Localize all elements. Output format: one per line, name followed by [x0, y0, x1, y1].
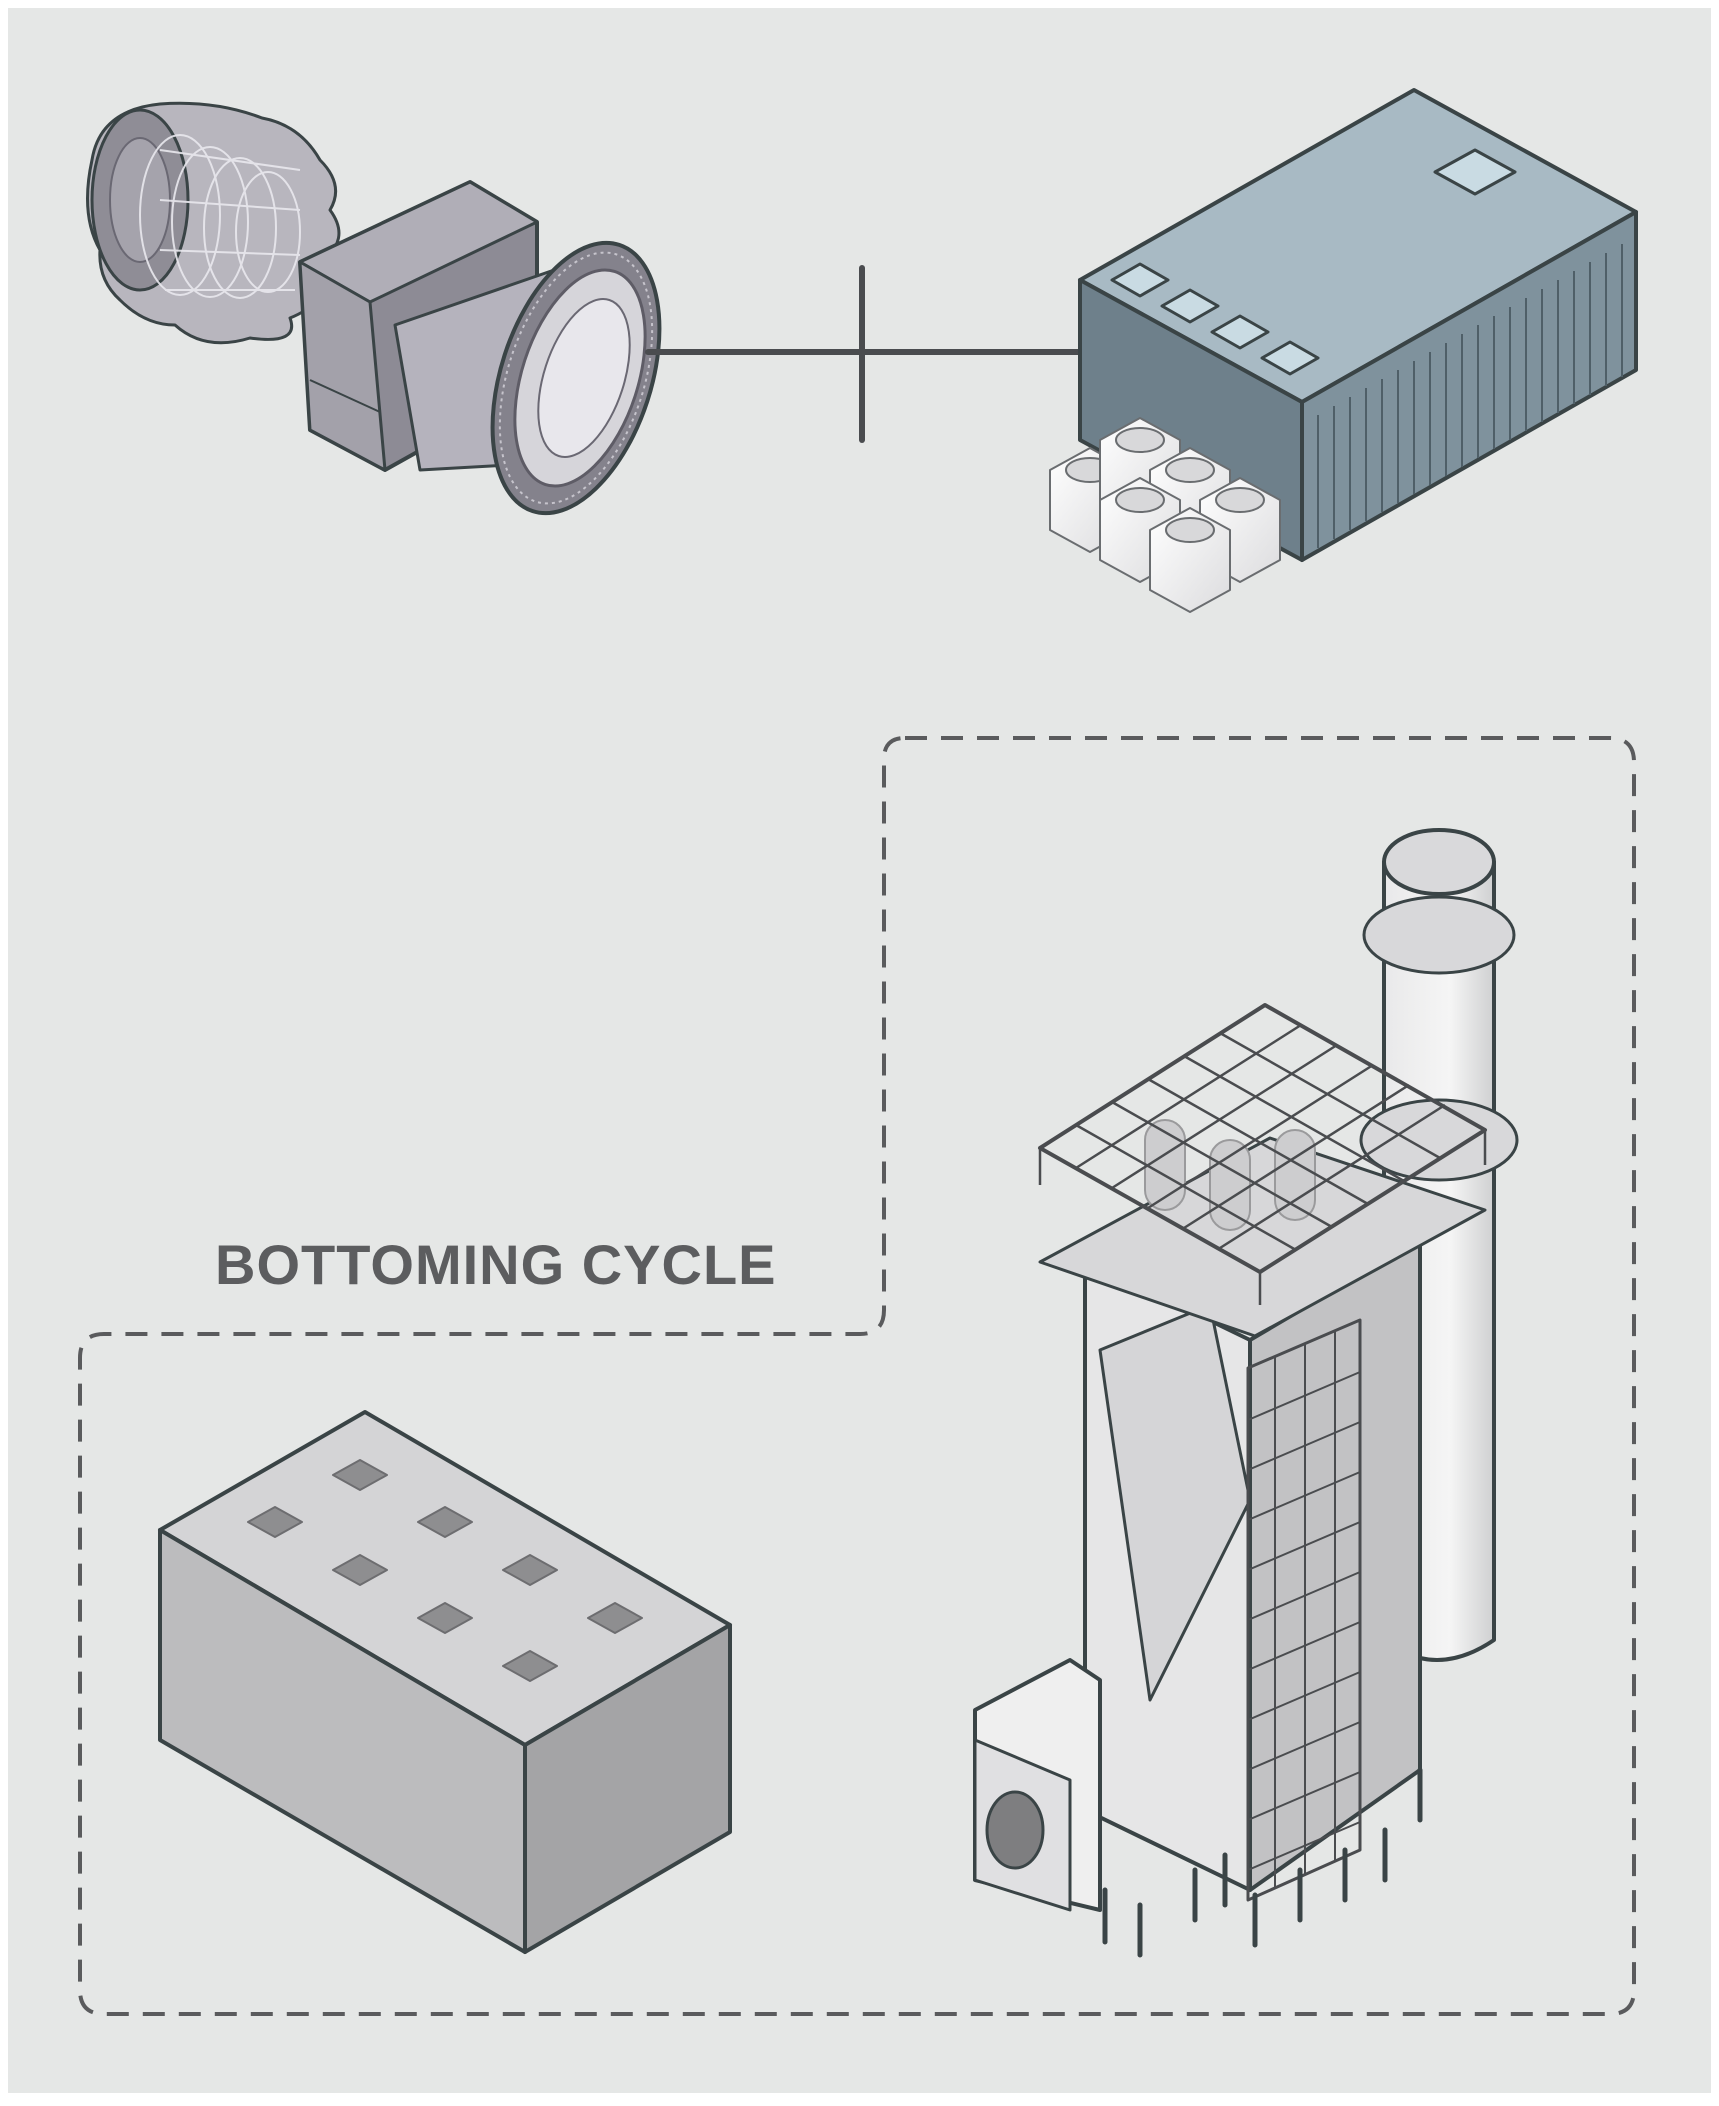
bottoming-cycle-boundary — [78, 736, 1636, 2016]
hrsg-icon — [973, 1003, 1487, 1958]
gas-turbine-icon — [86, 101, 662, 516]
section-label-bottoming-cycle: BOTTOMING CYCLE — [215, 1233, 777, 1296]
box-block-icon — [158, 1410, 732, 1954]
generator-block-icon — [1078, 88, 1638, 562]
shaft-connector — [645, 265, 1085, 443]
stack-icon — [1359, 828, 1519, 1662]
fan-unit-icon — [1049, 417, 1281, 613]
